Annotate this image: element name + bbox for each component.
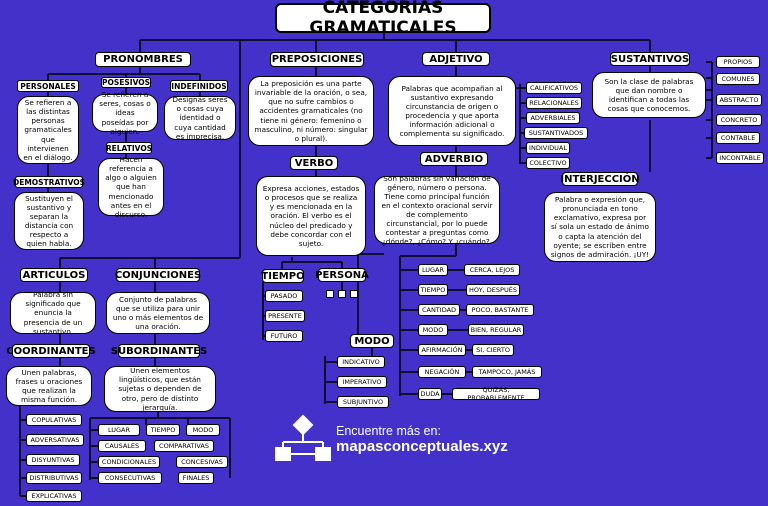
- coordinante-item: ADVERSATIVAS: [26, 434, 84, 446]
- indefinidos-text: Designas seres o cosas cuya identidad o …: [164, 95, 236, 141]
- brand-line-1: Encuentre más en:: [336, 424, 441, 438]
- sustantivo-type: CONTABLE: [716, 132, 760, 144]
- subordinante-item: COMPARATIVAS: [154, 440, 214, 452]
- adverbio-value: TAMPOCO, JAMÁS: [472, 366, 542, 378]
- sustantivo-type: COMUNES: [716, 73, 760, 85]
- subordinante-item: CONDICIONALES: [98, 456, 160, 468]
- adverbio-value: CERCA, LEJOS: [464, 264, 520, 276]
- adjetivo-type: INDIVIDUAL: [526, 142, 570, 154]
- indefinidos-label: INDEFINIDOS: [170, 80, 228, 92]
- modo-item: IMPERATIVO: [337, 376, 387, 388]
- coordinante-item: DISYUNTIVAS: [26, 454, 80, 466]
- sustantivos-text: Son la clase de palabras que dan nombre …: [592, 72, 706, 118]
- conjunciones-header: CONJUNCIONES: [114, 268, 202, 282]
- adverbio-label: AFIRMACIÓN: [418, 344, 466, 356]
- sustantivo-type: CONCRETO: [716, 114, 762, 126]
- coordinante-item: DISTRIBUTIVAS: [26, 472, 82, 484]
- adverbio-label: NEGACIÓN: [418, 366, 466, 378]
- subordinante-item: CONSECUTIVAS: [98, 472, 162, 484]
- subordinantes-label: SUBORDINANTES: [110, 344, 208, 358]
- articulos-text: Palabra sin significado que enuncia la p…: [10, 290, 96, 336]
- subordinante-item: LUGAR: [98, 424, 140, 436]
- tiempo-label: TIEMPO: [261, 269, 305, 283]
- interjeccion-header: INTERJECCIÓN: [560, 172, 640, 186]
- adverbio-value: POCO, BASTANTE: [466, 304, 534, 316]
- sustantivo-type: PROPIOS: [716, 56, 760, 68]
- demostrativos-text: Sustituyen el sustantivo y separan la di…: [14, 192, 84, 250]
- tiempo-item: PRESENTE: [265, 310, 305, 322]
- subordinante-item: CONCESIVAS: [176, 456, 228, 468]
- sustantivos-header: SUSTANTIVOS: [610, 52, 690, 66]
- adjetivo-header: ADJETIVO: [422, 52, 490, 66]
- adjetivo-text: Palabras que acompañan al sustantivo exp…: [388, 76, 516, 146]
- tiempo-item: PASADO: [265, 290, 303, 302]
- articulos-header: ARTICULOS: [20, 268, 88, 282]
- subordinante-item: FINALES: [178, 472, 214, 484]
- personales-label: PERSONALES: [17, 80, 79, 92]
- relativos-label: RELATIVOS: [105, 142, 153, 154]
- page-title: CATEGORIAS GRAMATICALES: [275, 0, 491, 38]
- modo-item: INDICATIVO: [337, 356, 385, 368]
- persona-box-3: [350, 290, 358, 298]
- persona-box-2: [338, 290, 346, 298]
- relativos-text: Hacen referencia a algo o alguien que ha…: [98, 155, 164, 219]
- persona-box-1: [326, 290, 334, 298]
- coordinantes-text: Unen palabras, frases u oraciones que re…: [6, 366, 92, 406]
- preposiciones-text: La preposición es una parte invariable d…: [248, 76, 374, 146]
- adverbio-header: ADVERBIO: [420, 152, 488, 166]
- adjetivo-type: CALIFICATIVOS: [526, 82, 582, 94]
- adjetivo-type: ADVERBIALES: [526, 112, 580, 124]
- coordinante-item: COPULATIVAS: [26, 414, 82, 426]
- subordinante-item: CAUSALES: [98, 440, 146, 452]
- adverbio-value: HOY, DESPUÉS: [466, 284, 520, 296]
- personales-text: Se refieren a las distintas personas gra…: [17, 96, 79, 164]
- adverbio-label: LUGAR: [418, 264, 448, 276]
- pronombres-header: PRONOMBRES: [95, 52, 191, 67]
- posesivos-label: POSESIVOS: [101, 77, 151, 88]
- verbo-header: VERBO: [290, 156, 338, 170]
- preposiciones-header: PREPOSICIONES: [270, 52, 364, 67]
- verbo-text: Expresa acciones, estados o procesos que…: [256, 176, 366, 256]
- adjetivo-type: SUSTANTIVADOS: [524, 127, 588, 139]
- adverbio-value: BIEN, REGULAR: [468, 324, 524, 336]
- tiempo-item: FUTURO: [265, 330, 303, 342]
- modo-label: MODO: [350, 334, 394, 348]
- demostrativos-label: DEMOSTRATIVOS: [12, 176, 86, 188]
- adjetivo-type: COLECTIVO: [526, 157, 570, 169]
- sustantivo-type: ABSTRACTO: [716, 94, 762, 106]
- adverbio-value: QUIZÁS, PROBABLEMENTE: [452, 386, 540, 402]
- subordinante-item: MODO: [186, 424, 220, 436]
- posesivos-text: Se refieren a seres, cosas o ideas poseí…: [92, 90, 158, 136]
- adverbio-text: Son palabras sin variación de género, nú…: [374, 174, 500, 246]
- adverbio-label: TIEMPO: [418, 284, 448, 296]
- adverbio-label: MODO: [418, 324, 448, 336]
- sustantivo-type: INCONTABLE: [716, 152, 764, 164]
- adjetivo-type: RELACIONALES: [526, 97, 582, 109]
- adverbio-value: SI, CIERTO: [472, 344, 514, 356]
- subordinantes-text: Unen elementos lingüísticos, que están s…: [104, 366, 216, 412]
- adverbio-label: DUDA: [418, 388, 442, 400]
- interjeccion-text: Palabra o expresión que, pronunciada en …: [544, 192, 656, 262]
- adverbio-label: CANTIDAD: [418, 304, 460, 316]
- brand-line-2: mapasconceptuales.xyz: [336, 438, 508, 455]
- concept-map-logo-icon: [275, 414, 331, 461]
- coordinante-item: EXPLICATIVAS: [26, 490, 82, 502]
- persona-label: PERSONA: [315, 268, 369, 282]
- conjunciones-text: Conjunto de palabras que se utiliza para…: [106, 292, 210, 334]
- subordinante-item: TIEMPO: [146, 424, 180, 436]
- coordinantes-label: COORDINANTES: [6, 344, 96, 358]
- modo-item: SUBJUNTIVO: [337, 396, 389, 408]
